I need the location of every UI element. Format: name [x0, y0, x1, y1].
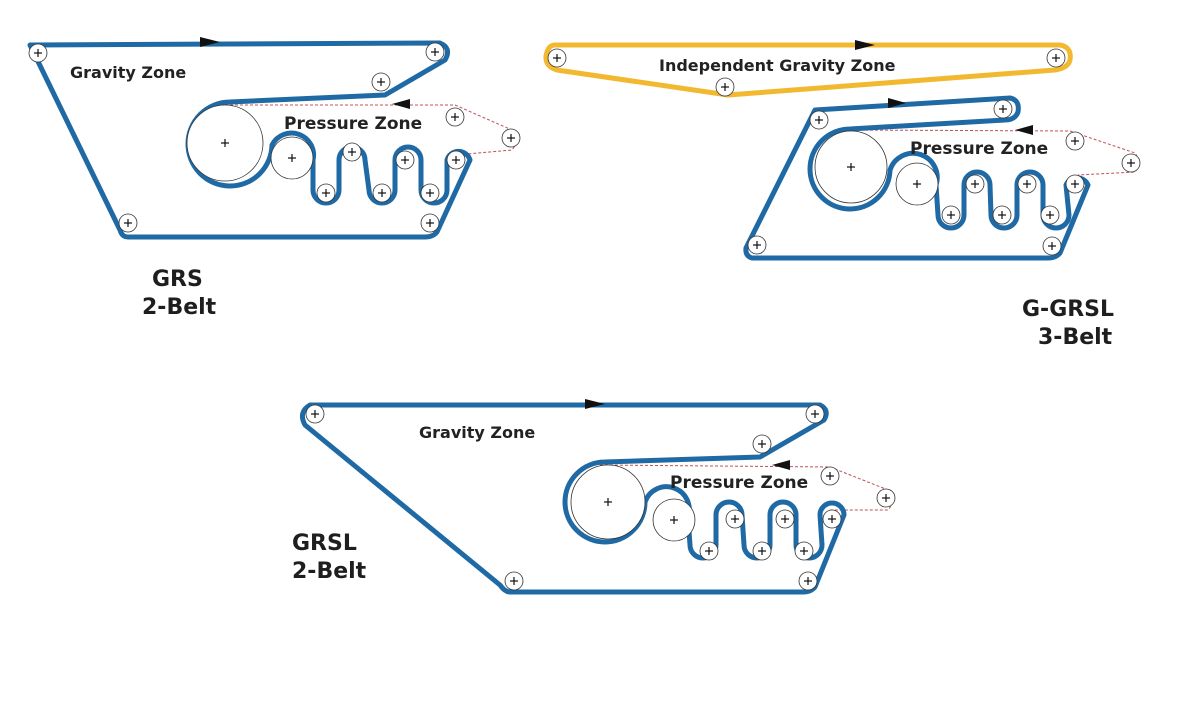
- direction-arrow-icon: [855, 40, 875, 50]
- grsl-model-name: GRSL: [292, 531, 357, 556]
- g-grsl-diagram: Independent Gravity Zone Pressure Zone: [543, 40, 1141, 261]
- g-grsl-model-name: G-GRSL: [1022, 297, 1115, 322]
- g-grsl-model-label: G-GRSL 3-Belt: [1022, 296, 1114, 352]
- grsl-outer-belt: [299, 402, 847, 595]
- g-grsl-independent-belt: [543, 42, 1073, 98]
- direction-arrow-icon: [1015, 125, 1033, 135]
- grsl-belt-count: 2-Belt: [292, 559, 367, 584]
- direction-arrow-icon: [585, 399, 605, 409]
- direction-arrow-icon: [888, 98, 906, 108]
- grs-pressure-zone-label: Pressure Zone: [284, 114, 422, 134]
- g-grsl-belt-count: 3-Belt: [1038, 325, 1113, 350]
- g-grsl-pressure-zone-label: Pressure Zone: [910, 139, 1048, 159]
- direction-arrow-icon: [392, 99, 410, 109]
- grs-diagram: Gravity Zone Pressure Zone: [27, 37, 521, 240]
- grs-model-label: GRS 2-Belt: [142, 266, 216, 322]
- grsl-gravity-zone-label: Gravity Zone: [419, 423, 535, 442]
- g-grsl-independent-zone-label: Independent Gravity Zone: [659, 56, 896, 75]
- grsl-diagram: Gravity Zone Pressure Zone: [299, 399, 896, 595]
- grsl-pressure-zone-label: Pressure Zone: [670, 473, 808, 493]
- grs-gravity-zone-label: Gravity Zone: [70, 63, 186, 82]
- grs-belt-count: 2-Belt: [142, 295, 217, 320]
- direction-arrow-icon: [772, 460, 790, 470]
- direction-arrow-icon: [200, 37, 220, 47]
- grsl-model-label: GRSL 2-Belt: [292, 530, 366, 586]
- grs-model-name: GRS: [152, 267, 203, 292]
